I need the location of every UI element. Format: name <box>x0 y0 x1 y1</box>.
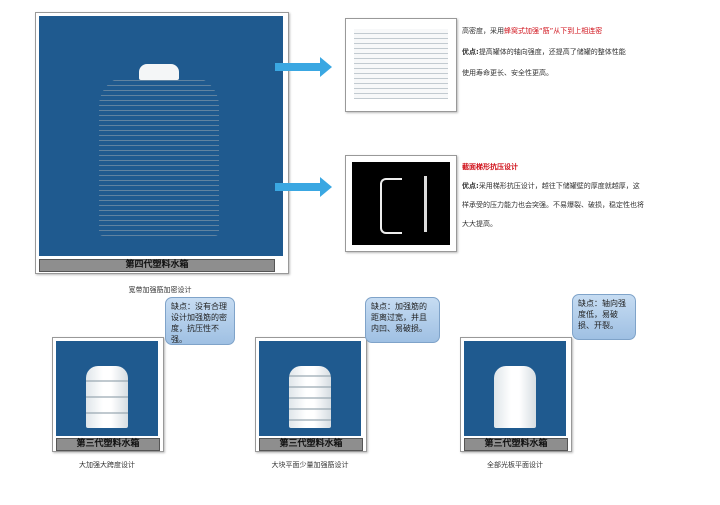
product-caption: 大加强大跨度设计 <box>79 461 135 469</box>
feature1-title-highlight: 蜂窝式加强“筋”从下到上相连密 <box>504 27 603 35</box>
product-caption: 大块平面少量加强筋设计 <box>271 461 349 469</box>
section-detail-frame <box>345 155 457 252</box>
feature1-line: 提高罐体的轴向强度，还提高了储罐的整体性能 <box>478 48 626 56</box>
product-card: 第三代塑料水箱 <box>460 337 572 452</box>
rib-detail-frame <box>345 18 457 112</box>
product-label: 第三代塑料水箱 <box>259 438 363 451</box>
feature2-line: 样承受的压力能力也会突强。不易爆裂、破损，稳定性也将 <box>462 201 644 209</box>
product-caption: 全部光板平面设计 <box>487 461 543 469</box>
section-detail-image <box>352 162 450 245</box>
drawback-callout: 缺点：轴向强度低，易破损、开裂。 <box>572 294 636 340</box>
rib-detail-image <box>354 29 448 99</box>
arrow-right-icon <box>275 177 332 197</box>
product-card: 第三代塑料水箱 <box>255 337 367 452</box>
main-product-image <box>39 16 283 256</box>
arrow-right-icon <box>275 57 332 77</box>
product-label: 第三代塑料水箱 <box>464 438 568 451</box>
feature2-title: 截面梯形抗压设计 <box>462 163 518 171</box>
product-image <box>56 341 158 436</box>
product-label: 第三代塑料水箱 <box>56 438 160 451</box>
advantage-label: 优点: <box>462 48 479 56</box>
tank-image <box>289 366 331 428</box>
feature1-title: 高密度，采用 <box>462 27 504 35</box>
main-caption: 宽带加强筋加密设计 <box>128 286 192 294</box>
main-product-frame: 第四代塑料水箱 <box>35 12 289 274</box>
tank-image <box>86 366 128 428</box>
product-image <box>464 341 566 436</box>
tank-lid <box>139 64 179 80</box>
tank-image <box>494 366 536 428</box>
product-image <box>259 341 361 436</box>
feature2-text: 截面梯形抗压设计 优点:采用梯形抗压设计，越往下储罐壁的厚度就越厚，这 样承受的… <box>462 162 712 230</box>
main-product-label: 第四代塑料水箱 <box>39 259 275 272</box>
drawback-callout: 缺点：加强筋的距离过宽，并且内凹、易破损。 <box>365 297 440 343</box>
feature1-line: 使用寿命更长、安全性更高。 <box>462 69 553 77</box>
feature1-text: 高密度，采用蜂窝式加强“筋”从下到上相连密 优点:提高罐体的轴向强度，还提高了储… <box>462 26 712 79</box>
advantage-label: 优点: <box>462 182 479 190</box>
drawback-callout: 缺点：没有合理设计加强筋的密度，抗压性不强。 <box>165 297 235 345</box>
tank-image <box>99 76 219 236</box>
product-card: 第三代塑料水箱 <box>52 337 164 452</box>
feature2-line: 大大提高。 <box>462 220 497 228</box>
feature2-line: 采用梯形抗压设计，越往下储罐壁的厚度就越厚，这 <box>478 182 640 190</box>
